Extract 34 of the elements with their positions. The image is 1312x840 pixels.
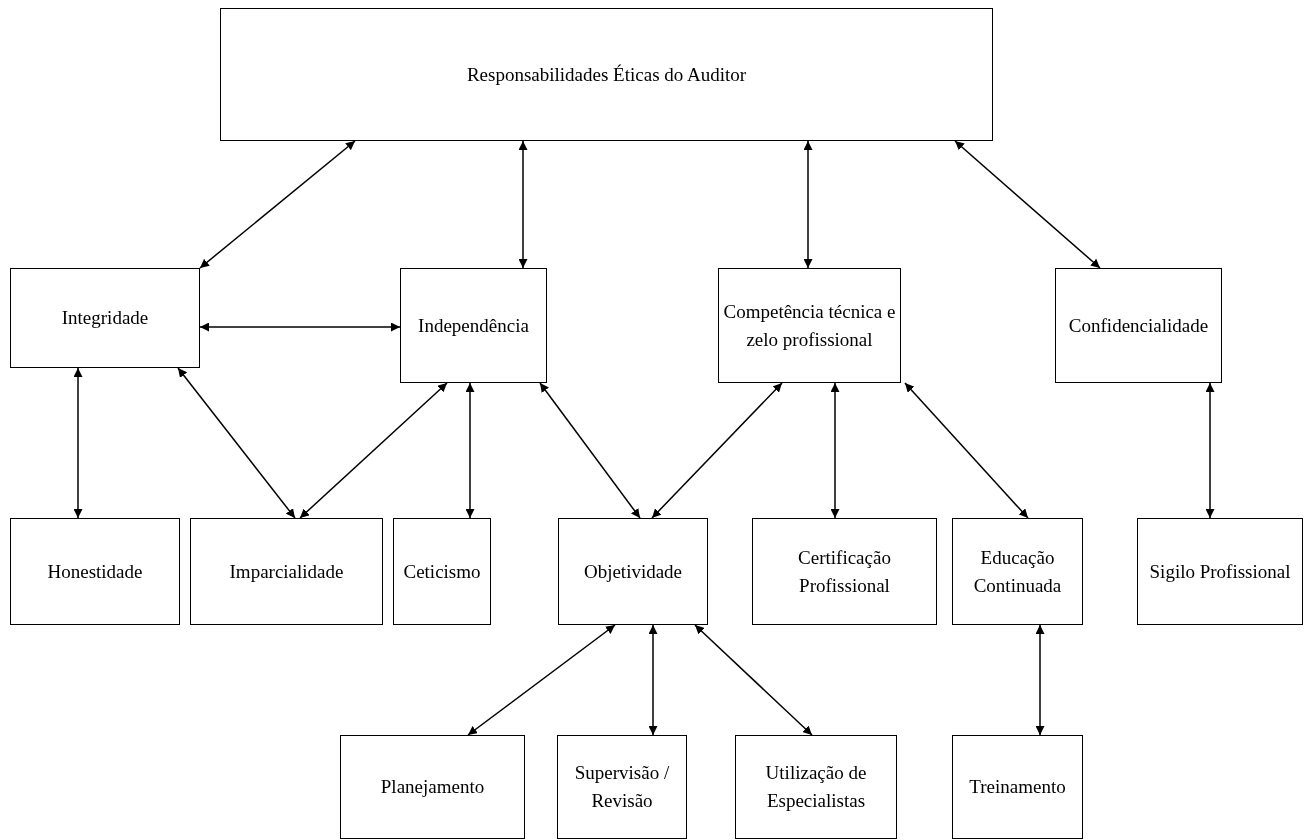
concept-box: Educação Continuada [952,518,1083,625]
double-arrow [954,140,1101,269]
double-arrow [73,367,83,519]
concept-box: Competência técnica e zelo profissional [718,268,901,383]
double-arrow [199,322,401,332]
concept-box: Imparcialidade [190,518,383,625]
concept-box: Planejamento [340,735,525,839]
concept-box: Supervisão / Revisão [557,735,687,839]
double-arrow [1205,382,1215,519]
double-arrow [1035,624,1045,736]
double-arrow [830,382,840,519]
double-arrow [177,367,296,519]
double-arrow [651,382,783,519]
double-arrow [648,624,658,736]
concept-box: Certificação Profissional [752,518,937,625]
double-arrow [694,624,813,736]
double-arrow [904,382,1029,519]
concept-box: Responsabilidades Éticas do Auditor [220,8,993,141]
double-arrow [539,382,641,519]
double-arrow [299,382,448,519]
concept-box: Sigilo Profissional [1137,518,1303,625]
double-arrow [199,140,356,269]
double-arrow [465,382,475,519]
concept-box: Ceticismo [393,518,491,625]
concept-box: Confidencialidade [1055,268,1222,383]
concept-box: Utilização de Especialistas [735,735,897,839]
concept-box: Treinamento [952,735,1083,839]
double-arrow [518,140,528,269]
concept-box: Honestidade [10,518,180,625]
concept-box: Integridade [10,268,200,368]
double-arrow [467,624,616,736]
double-arrow [803,140,813,269]
concept-box: Objetividade [558,518,708,625]
concept-box: Independência [400,268,547,383]
